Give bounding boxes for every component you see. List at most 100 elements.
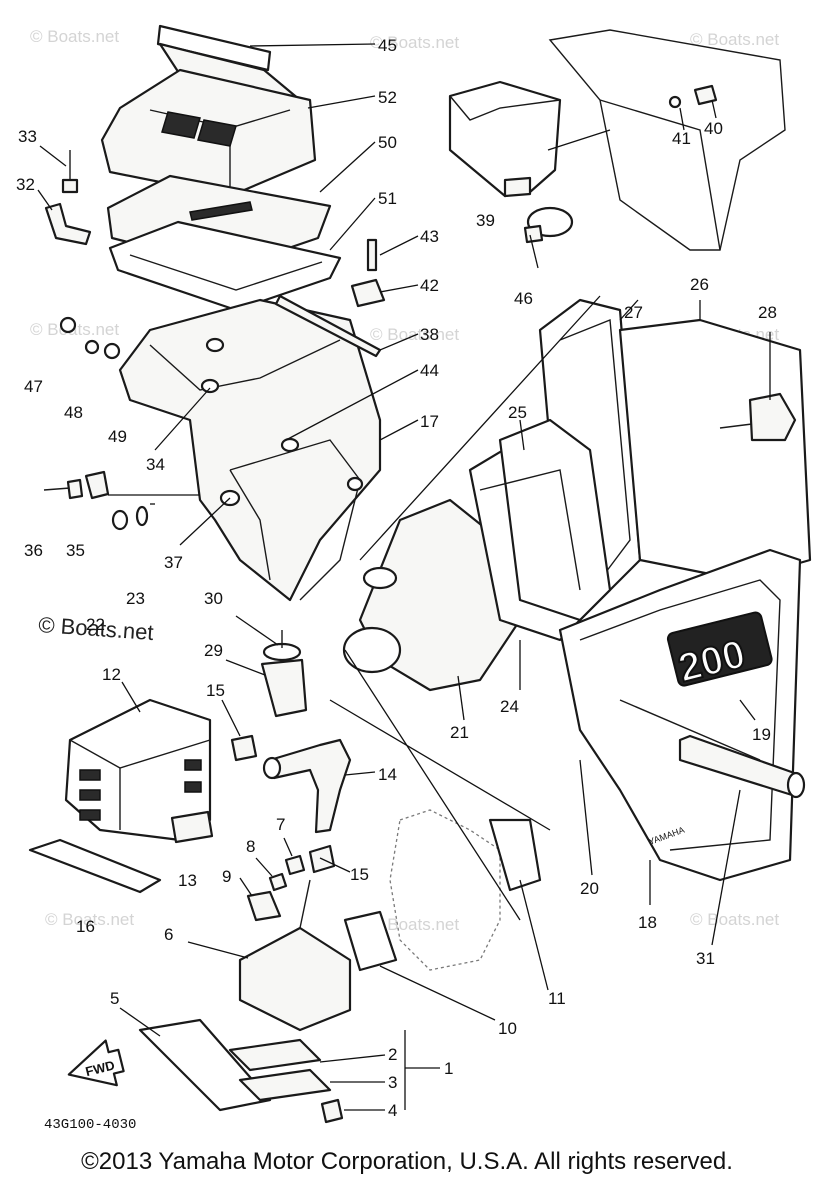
copyright-notice: ©2013 Yamaha Motor Corporation, U.S.A. A… [81, 1148, 733, 1175]
number-plate: 200 YAMAHA [558, 548, 802, 882]
callout-45: 45 [378, 36, 397, 55]
callout-12: 12 [102, 665, 121, 684]
callout-32: 32 [16, 175, 35, 194]
watermark: © Boats.net [45, 910, 134, 929]
callout-13: 13 [178, 871, 197, 890]
reed-valve-group [138, 818, 542, 1124]
upper-right-parts [448, 29, 786, 251]
callout-22: 22 [86, 615, 105, 634]
grip-31 [678, 734, 806, 799]
watermark: © Boats.net [30, 27, 119, 46]
watermark: © Boats.net [370, 915, 459, 934]
callout-41: 41 [672, 129, 691, 148]
callout-15: 15 [206, 681, 225, 700]
gasket-16 [28, 838, 162, 894]
hardware-left [43, 150, 386, 531]
gasket-51 [108, 220, 342, 312]
callout-37: 37 [164, 553, 183, 572]
callout-35: 35 [66, 541, 85, 560]
callout-5: 5 [110, 989, 119, 1008]
callout-7: 7 [276, 815, 285, 834]
intake-duct-group [342, 298, 642, 692]
callout-51: 51 [378, 189, 397, 208]
snorkel-39 [448, 80, 562, 198]
callout-46: 46 [514, 289, 533, 308]
callout-11: 11 [548, 989, 566, 1008]
callout-38: 38 [420, 325, 439, 344]
callout-20: 20 [580, 879, 599, 898]
callout-29: 29 [204, 641, 223, 660]
callout-25: 25 [508, 403, 527, 422]
watermark: © Boats.net [370, 33, 459, 52]
callout-6: 6 [164, 925, 173, 944]
side-panel-26 [618, 318, 812, 582]
lower-left-box [28, 698, 214, 894]
fwd-label: FWD [84, 1057, 116, 1079]
callout-2: 2 [388, 1045, 397, 1064]
callout-39: 39 [476, 211, 495, 230]
callout-28: 28 [758, 303, 777, 322]
callout-16: 16 [76, 917, 95, 936]
drain-group [260, 630, 308, 718]
callout-21: 21 [450, 723, 469, 742]
callout-40: 40 [704, 119, 723, 138]
gasket-5 [138, 1018, 272, 1112]
watermark: © Boats.net [690, 30, 779, 49]
callout-9: 9 [222, 867, 231, 886]
bracket-42 [350, 278, 386, 308]
clamp-15a [230, 734, 258, 762]
callout-18: 18 [638, 913, 657, 932]
callout-42: 42 [420, 276, 439, 295]
label-13 [170, 810, 214, 844]
callout-44: 44 [420, 361, 439, 380]
frame-25 [498, 418, 612, 622]
callout-numbers: 45 52 50 51 33 32 43 42 38 47 48 49 44 1… [16, 36, 777, 1120]
clamp-11 [488, 818, 542, 892]
callout-17: 17 [420, 412, 439, 431]
callout-43: 43 [420, 227, 439, 246]
callout-49: 49 [108, 427, 127, 446]
callout-26: 26 [690, 275, 709, 294]
watermark: © Boats.net [690, 910, 779, 929]
callout-10: 10 [498, 1019, 517, 1038]
airbox-cover-group [100, 24, 342, 312]
callout-3: 3 [388, 1073, 397, 1092]
bracket-9 [246, 890, 282, 922]
clamp-10 [343, 910, 398, 972]
clamp-38 [274, 294, 382, 358]
callout-52: 52 [378, 88, 397, 107]
callout-33: 33 [18, 127, 37, 146]
callout-30: 30 [204, 589, 223, 608]
watermark: © Boats.net [370, 325, 459, 344]
callout-8: 8 [246, 837, 255, 856]
callout-50: 50 [378, 133, 397, 152]
grommet-35 [84, 470, 110, 500]
callout-47: 47 [24, 377, 43, 396]
callout-27: 27 [624, 303, 643, 322]
leader-lines [37, 43, 771, 1111]
cap-29 [260, 658, 308, 718]
airbox-body [118, 298, 382, 602]
callout-31: 31 [696, 949, 715, 968]
screw-4 [320, 1098, 344, 1124]
fwd-arrow: FWD [67, 1039, 125, 1087]
bracket-32 [44, 202, 92, 246]
diagram-code: 43G100-4030 [44, 1117, 136, 1133]
callout-14: 14 [378, 765, 397, 784]
strap-45 [156, 24, 272, 72]
manifold-6 [238, 926, 352, 1032]
reed-2 [228, 1038, 322, 1072]
callout-4: 4 [388, 1101, 397, 1120]
bolt-7 [284, 854, 306, 876]
callout-1: 1 [444, 1059, 453, 1078]
callout-19: 19 [752, 725, 771, 744]
callout-36: 36 [24, 541, 43, 560]
callout-15b: 15 [350, 865, 369, 884]
carburetor-ghost [389, 809, 501, 971]
callout-34: 34 [146, 455, 165, 474]
hose-14 [268, 738, 352, 834]
callout-48: 48 [64, 403, 83, 422]
callout-23: 23 [126, 589, 145, 608]
reed-3 [238, 1068, 332, 1102]
